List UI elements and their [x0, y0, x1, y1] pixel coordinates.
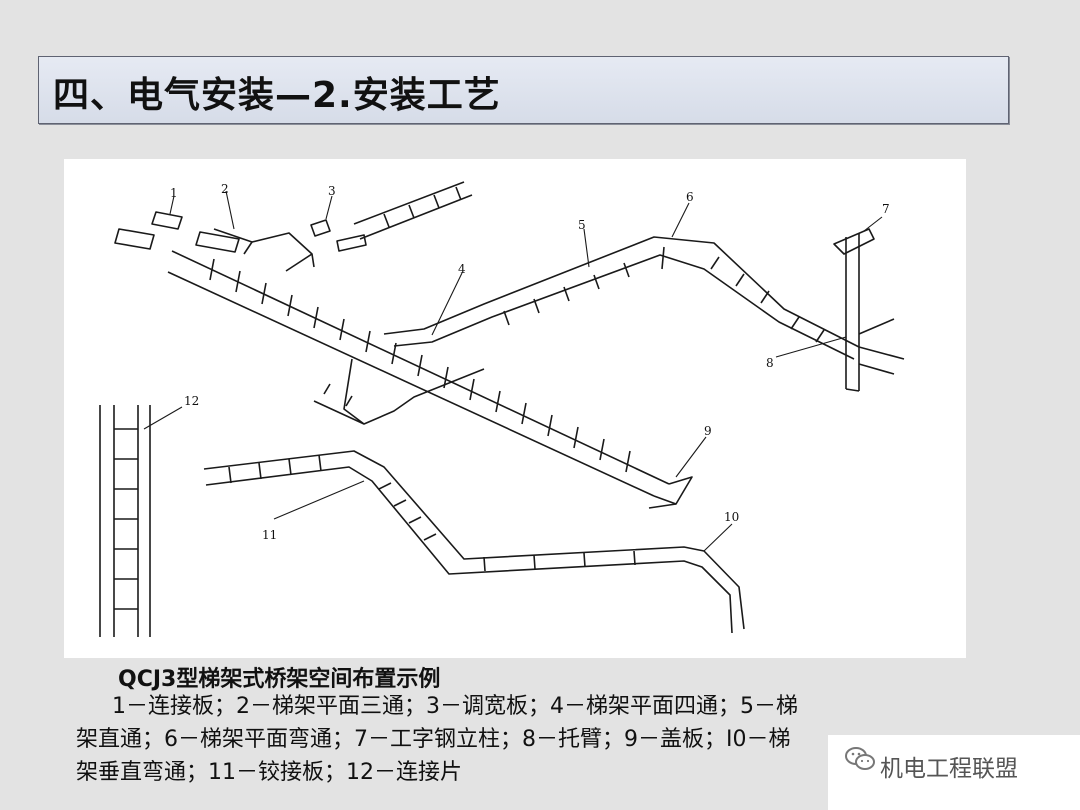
main-diagonal-tray [167, 250, 693, 509]
watermark-text: 机电工程联盟 [880, 756, 1018, 782]
callout-4: 4 [458, 262, 466, 276]
vertical-ladder [99, 405, 151, 637]
callout-10: 10 [724, 510, 739, 524]
callout-12: 12 [184, 394, 199, 408]
wechat-icon [845, 747, 875, 770]
watermark: 机电工程联盟 [828, 735, 1080, 810]
callout-1: 1 [170, 186, 178, 200]
i-beam-column [833, 228, 905, 392]
figure-legend: 1－连接板；2－梯架平面三通；3－调宽板；4－梯架平面四通；5－梯 架直通；6－… [76, 690, 976, 789]
title-bar: 四、电气安装—2.安装工艺 [38, 56, 1009, 124]
callout-leaders [143, 190, 883, 552]
flat-cross [313, 236, 860, 425]
figure-caption: QCJ3型梯架式桥架空间布置示例 [118, 667, 441, 692]
callout-5: 5 [578, 218, 586, 232]
cable-tray-drawing: 1 2 3 4 5 6 7 8 9 10 11 12 [64, 159, 966, 658]
flat-tee [213, 228, 315, 272]
upper-straight-piece [353, 181, 473, 240]
legend-line-2: 架直通；6－梯架平面弯通；7－工字钢立柱；8－托臂；9－盖板；I0－梯 [76, 727, 791, 752]
callout-9: 9 [704, 424, 712, 438]
callout-3: 3 [328, 184, 336, 198]
callout-8: 8 [766, 356, 774, 370]
tray-line-drawing: 1 2 3 4 5 6 7 8 9 10 11 12 [99, 181, 905, 637]
slide-title: 四、电气安装—2.安装工艺 [53, 75, 501, 116]
callout-7: 7 [882, 202, 890, 216]
callout-2: 2 [221, 182, 229, 196]
lower-vertical-tray [203, 450, 745, 634]
legend-line-3: 架垂直弯通；11－铰接板；12－连接片 [76, 760, 462, 785]
callout-11: 11 [262, 528, 277, 542]
legend-line-1: 1－连接板；2－梯架平面三通；3－调宽板；4－梯架平面四通；5－梯 [112, 694, 798, 719]
callout-6: 6 [686, 190, 694, 204]
connecting-plates [114, 211, 367, 253]
